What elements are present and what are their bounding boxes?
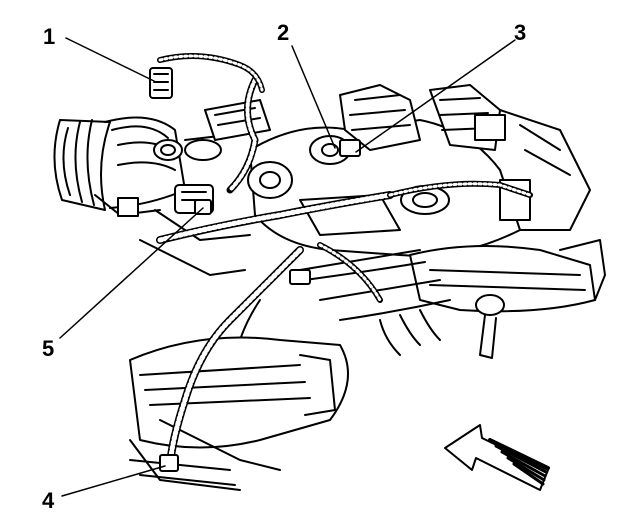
- callout-2: 2: [277, 20, 290, 45]
- air-intake-duct: [53, 116, 229, 217]
- callout-5: 5: [42, 336, 55, 361]
- spark-plug-wires: [234, 249, 451, 361]
- direction-arrow-icon: [444, 424, 550, 491]
- leader-line-4: [61, 465, 166, 497]
- leader-line-2: [291, 45, 336, 149]
- engine-block: [129, 336, 349, 491]
- leader-line-3: [355, 39, 516, 153]
- callout-4: 4: [42, 488, 55, 513]
- leader-line-1: [65, 37, 157, 83]
- leader-line-5: [59, 207, 204, 339]
- coil-packs: [409, 239, 606, 359]
- callout-3: 3: [514, 20, 527, 45]
- wiring-harness: [156, 53, 533, 469]
- callout-1: 1: [43, 24, 56, 49]
- connectors: [149, 67, 361, 472]
- intake-manifold: [247, 84, 591, 257]
- leader-lines: [59, 37, 516, 497]
